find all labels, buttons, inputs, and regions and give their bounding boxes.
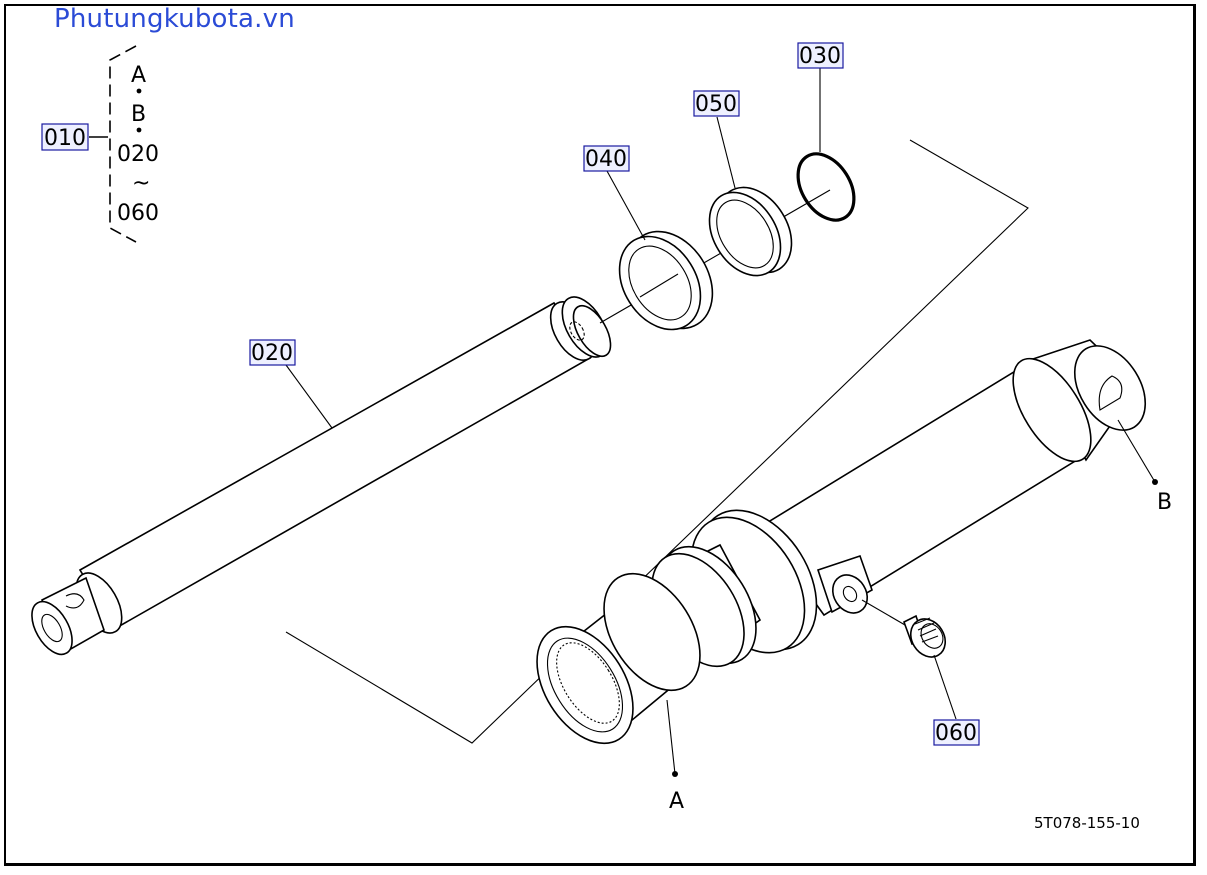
- assembly-outline: [285, 139, 1029, 744]
- point-label-b: B: [1157, 490, 1172, 515]
- callout-box-020[interactable]: [249, 339, 296, 366]
- legend-item-020: 020: [117, 142, 159, 167]
- seal-050: [708, 186, 793, 277]
- callout-020: 020: [251, 341, 293, 366]
- callout-box-040[interactable]: [583, 145, 630, 172]
- o-ring-030: [796, 152, 856, 222]
- watermark: Phutungkubota.vn: [54, 4, 295, 34]
- seal-040: [618, 230, 714, 331]
- callout-box-030[interactable]: [797, 42, 844, 69]
- leader-060: [933, 654, 957, 720]
- cylinder-tube: [536, 339, 1147, 745]
- callout-050: 050: [695, 92, 737, 117]
- leader-040: [606, 170, 646, 241]
- leader-b: [1117, 419, 1156, 483]
- assembly-legend: 010 A B 020 ~ 060: [41, 45, 159, 243]
- point-label-a: A: [669, 789, 684, 814]
- legend-tilde: ~: [132, 171, 150, 196]
- drawing-frame: [4, 4, 1196, 866]
- leader-050: [716, 116, 736, 189]
- callout-box-060[interactable]: [933, 719, 980, 746]
- legend-item-b: B: [131, 102, 146, 127]
- callout-010: 010: [44, 126, 86, 151]
- leader-020: [285, 364, 333, 429]
- callout-box-050[interactable]: [693, 90, 740, 117]
- callout-060: 060: [935, 721, 977, 746]
- legend-item-a: A: [131, 63, 146, 88]
- callout-box-010[interactable]: [41, 123, 89, 151]
- piston-rod: [31, 296, 612, 656]
- callout-040: 040: [585, 147, 627, 172]
- callout-030: 030: [799, 44, 841, 69]
- drawing-code: 5T078-155-10: [1034, 814, 1140, 832]
- leader-a: [666, 699, 676, 775]
- grease-fitting-060: [861, 599, 947, 658]
- legend-item-060: 060: [117, 201, 159, 226]
